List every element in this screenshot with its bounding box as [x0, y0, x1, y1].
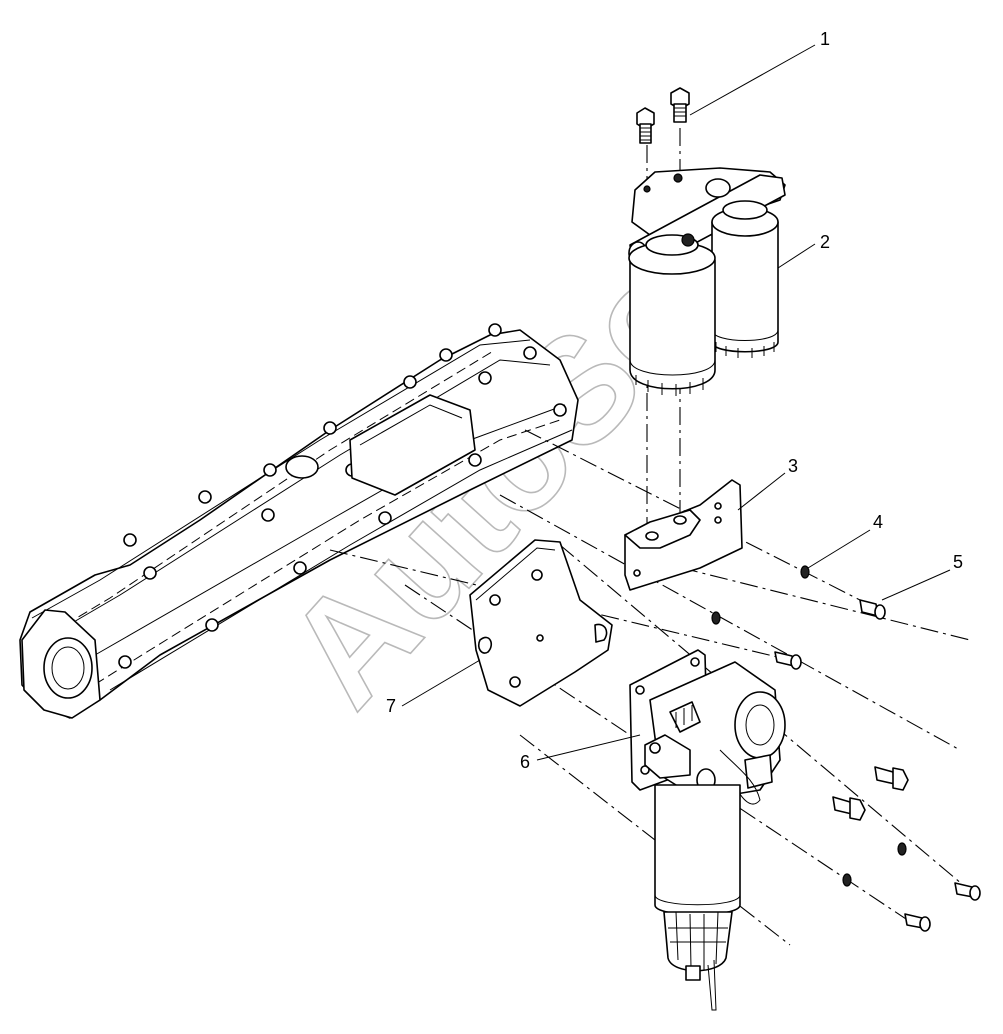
callout-2: 2: [820, 232, 830, 252]
part-7-adapter-plate: [469, 539, 613, 707]
washers-and-screws: [711, 565, 981, 932]
part-1-bolts: [636, 87, 690, 144]
callout-leaders: [401, 44, 951, 761]
valve-cover: [19, 323, 579, 719]
part-6-water-separator: [629, 649, 786, 1011]
callout-3: 3: [788, 456, 798, 476]
part-3-bracket: [624, 479, 743, 591]
callout-7: 7: [386, 696, 396, 716]
callout-1: 1: [820, 29, 830, 49]
callout-5: 5: [953, 552, 963, 572]
callout-4: 4: [873, 512, 883, 532]
part-2-dual-filter: [628, 167, 786, 396]
callout-6: 6: [520, 752, 530, 772]
